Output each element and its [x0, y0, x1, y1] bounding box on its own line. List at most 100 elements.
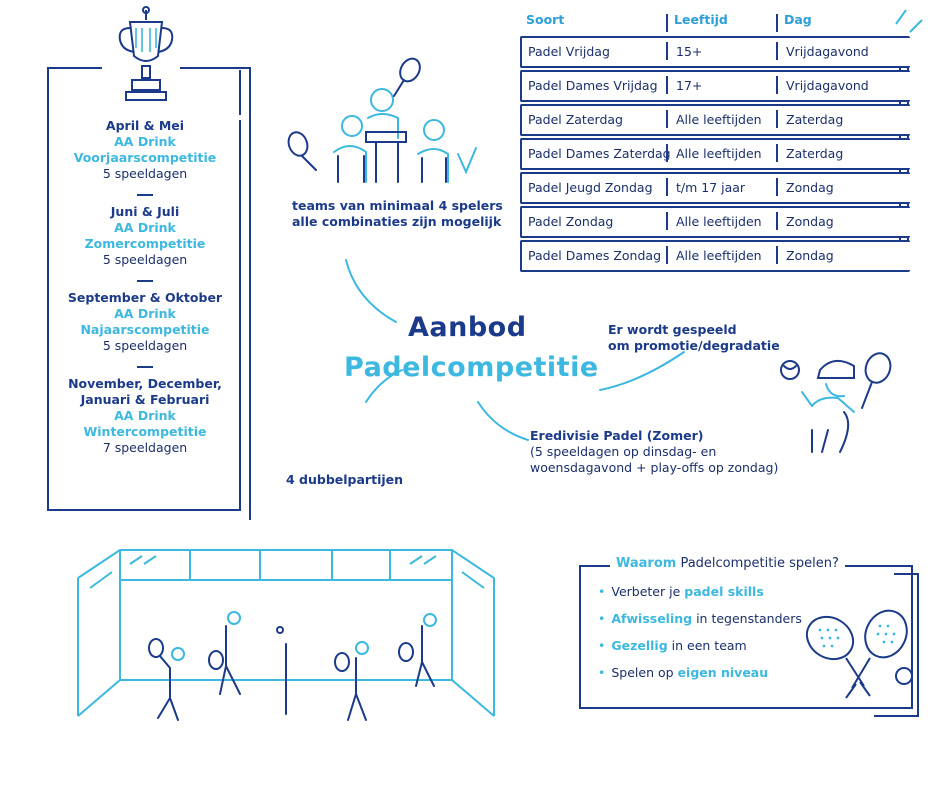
cell-leeftijd: Alle leeftijden [676, 112, 762, 127]
table-row: Padel Jeugd Zondag t/m 17 jaar Zondag [520, 172, 910, 204]
season-sponsor: AA Drink [114, 306, 176, 321]
column-divider [666, 246, 668, 264]
cell-dag: Zondag [786, 214, 834, 229]
column-divider [776, 76, 778, 94]
waarom-box: Waarom Padelcompetitie spelen? • Verbeter… [580, 556, 912, 708]
padel-player-icon [780, 352, 892, 453]
cell-soort: Padel Zaterdag [528, 112, 623, 127]
column-divider [776, 212, 778, 230]
cell-dag: Zaterdag [786, 146, 844, 161]
season-competition: Wintercompetitie [83, 424, 207, 439]
teams-note: teams van minimaal 4 spelers alle combin… [292, 198, 503, 230]
cell-leeftijd: t/m 17 jaar [676, 180, 746, 195]
teams-line2: alle combinaties zijn mogelijk [292, 214, 502, 229]
separator [137, 366, 153, 368]
cell-dag: Vrijdagavond [786, 44, 869, 59]
cell-leeftijd: Alle leeftijden [676, 214, 762, 229]
season-sponsor: AA Drink [114, 134, 176, 149]
list-item: •Spelen op eigen niveau [598, 665, 802, 692]
players-icon [287, 57, 477, 183]
season-months: Juni & Juli [110, 204, 180, 219]
season-days: 5 speeldagen [102, 166, 188, 181]
table-row: Padel Zondag Alle leeftijden Zondag [520, 206, 910, 238]
cell-soort: Padel Dames Zondag [528, 248, 662, 263]
column-divider [776, 144, 778, 162]
season-months: November, December, [68, 376, 222, 391]
eredivisie-title: Eredivisie Padel (Zomer) [530, 428, 704, 443]
season-frame [47, 67, 251, 520]
season-competition: Zomercompetitie [84, 236, 206, 251]
waarom-title-bold: Waarom [616, 556, 677, 571]
padel-court-icon [77, 549, 495, 721]
season-summer: Juni & Juli AA Drink Zomercompetitie 5 s… [48, 204, 242, 268]
cell-dag: Zondag [786, 180, 834, 195]
cell-leeftijd: Alle leeftijden [676, 248, 762, 263]
separator [137, 194, 153, 196]
cell-dag: Vrijdagavond [786, 78, 869, 93]
dubbel-note: 4 dubbelpartijen [286, 472, 404, 487]
reason-text: in een team [667, 638, 747, 653]
reason-highlight: Gezellig [611, 638, 668, 653]
cell-soort: Padel Vrijdag [528, 44, 610, 59]
page-subtitle: Padelcompetitie [344, 352, 599, 383]
reasons-list: • Verbeter je padel skills • Afwisseling i… [598, 584, 802, 692]
column-divider [776, 110, 778, 128]
cell-soort: Padel Dames Zaterdag [528, 146, 671, 161]
separator [137, 280, 153, 282]
column-divider [776, 178, 778, 196]
cell-dag: Zaterdag [786, 112, 844, 127]
column-divider [776, 246, 778, 264]
promotion-line2: om promotie/degradatie [608, 338, 780, 353]
column-divider [666, 144, 668, 162]
season-sponsor: AA Drink [114, 220, 176, 235]
reason-text: Spelen op [611, 665, 678, 680]
eredivisie-note: Eredivisie Padel (Zomer) (5 speeldagen o… [530, 428, 778, 476]
cell-leeftijd: Alle leeftijden [676, 146, 762, 161]
cell-dag: Zondag [786, 248, 834, 263]
padel-rackets-icon [805, 609, 913, 699]
trophy-icon [118, 6, 174, 101]
column-divider [666, 42, 668, 60]
season-months: September & Oktober [67, 290, 223, 305]
column-divider [666, 110, 668, 128]
reason-text: Verbeter je [611, 584, 685, 599]
cell-soort: Padel Jeugd Zondag [528, 180, 653, 195]
header-dag: Dag [784, 12, 812, 27]
column-divider [666, 14, 668, 32]
cell-soort: Padel Zondag [528, 214, 614, 229]
waarom-title: Waarom Padelcompetitie spelen? [610, 556, 845, 571]
competition-table: Soort Leeftijd Dag Padel Vrijdag 15+ Vri… [520, 12, 910, 274]
seasons-list: April & Mei AA Drink Voorjaarscompetitie… [48, 118, 242, 508]
reason-highlight: padel skills [684, 584, 764, 599]
table-row: Padel Zaterdag Alle leeftijden Zaterdag [520, 104, 910, 136]
season-days: 5 speeldagen [102, 338, 188, 353]
bullet-icon: • [598, 584, 606, 599]
cell-soort: Padel Dames Vrijdag [528, 78, 658, 93]
column-divider [666, 76, 668, 94]
cell-leeftijd: 15+ [676, 44, 703, 59]
reason-text: in tegenstanders [692, 611, 802, 626]
season-days: 5 speeldagen [102, 252, 188, 267]
season-winter: November, December, Januari & Februari A… [48, 376, 242, 456]
table-header: Soort Leeftijd Dag [520, 12, 910, 36]
reason-highlight: eigen niveau [677, 665, 769, 680]
eredivisie-line2: woensdagavond + play-offs op zondag) [530, 460, 779, 475]
waarom-title-rest: Padelcompetitie spelen? [676, 556, 839, 571]
bullet-icon: • [598, 638, 606, 653]
season-months: April & Mei [105, 118, 185, 133]
header-soort: Soort [526, 12, 565, 27]
season-autumn: September & Oktober AA Drink Najaarscomp… [48, 290, 242, 354]
reason-highlight: Afwisseling [611, 611, 693, 626]
table-row: Padel Dames Vrijdag 17+ Vrijdagavond [520, 70, 910, 102]
season-competition: Voorjaarscompetitie [73, 150, 217, 165]
column-divider [776, 42, 778, 60]
column-divider [666, 178, 668, 196]
column-divider [776, 14, 778, 32]
season-spring: April & Mei AA Drink Voorjaarscompetitie… [48, 118, 242, 182]
season-competition: Najaarscompetitie [80, 322, 210, 337]
page-title: Aanbod [408, 312, 527, 343]
promotion-line1: Er wordt gespeeld [608, 322, 737, 337]
column-divider [666, 212, 668, 230]
connector-lines [345, 259, 685, 441]
season-months: Januari & Februari [80, 392, 210, 407]
